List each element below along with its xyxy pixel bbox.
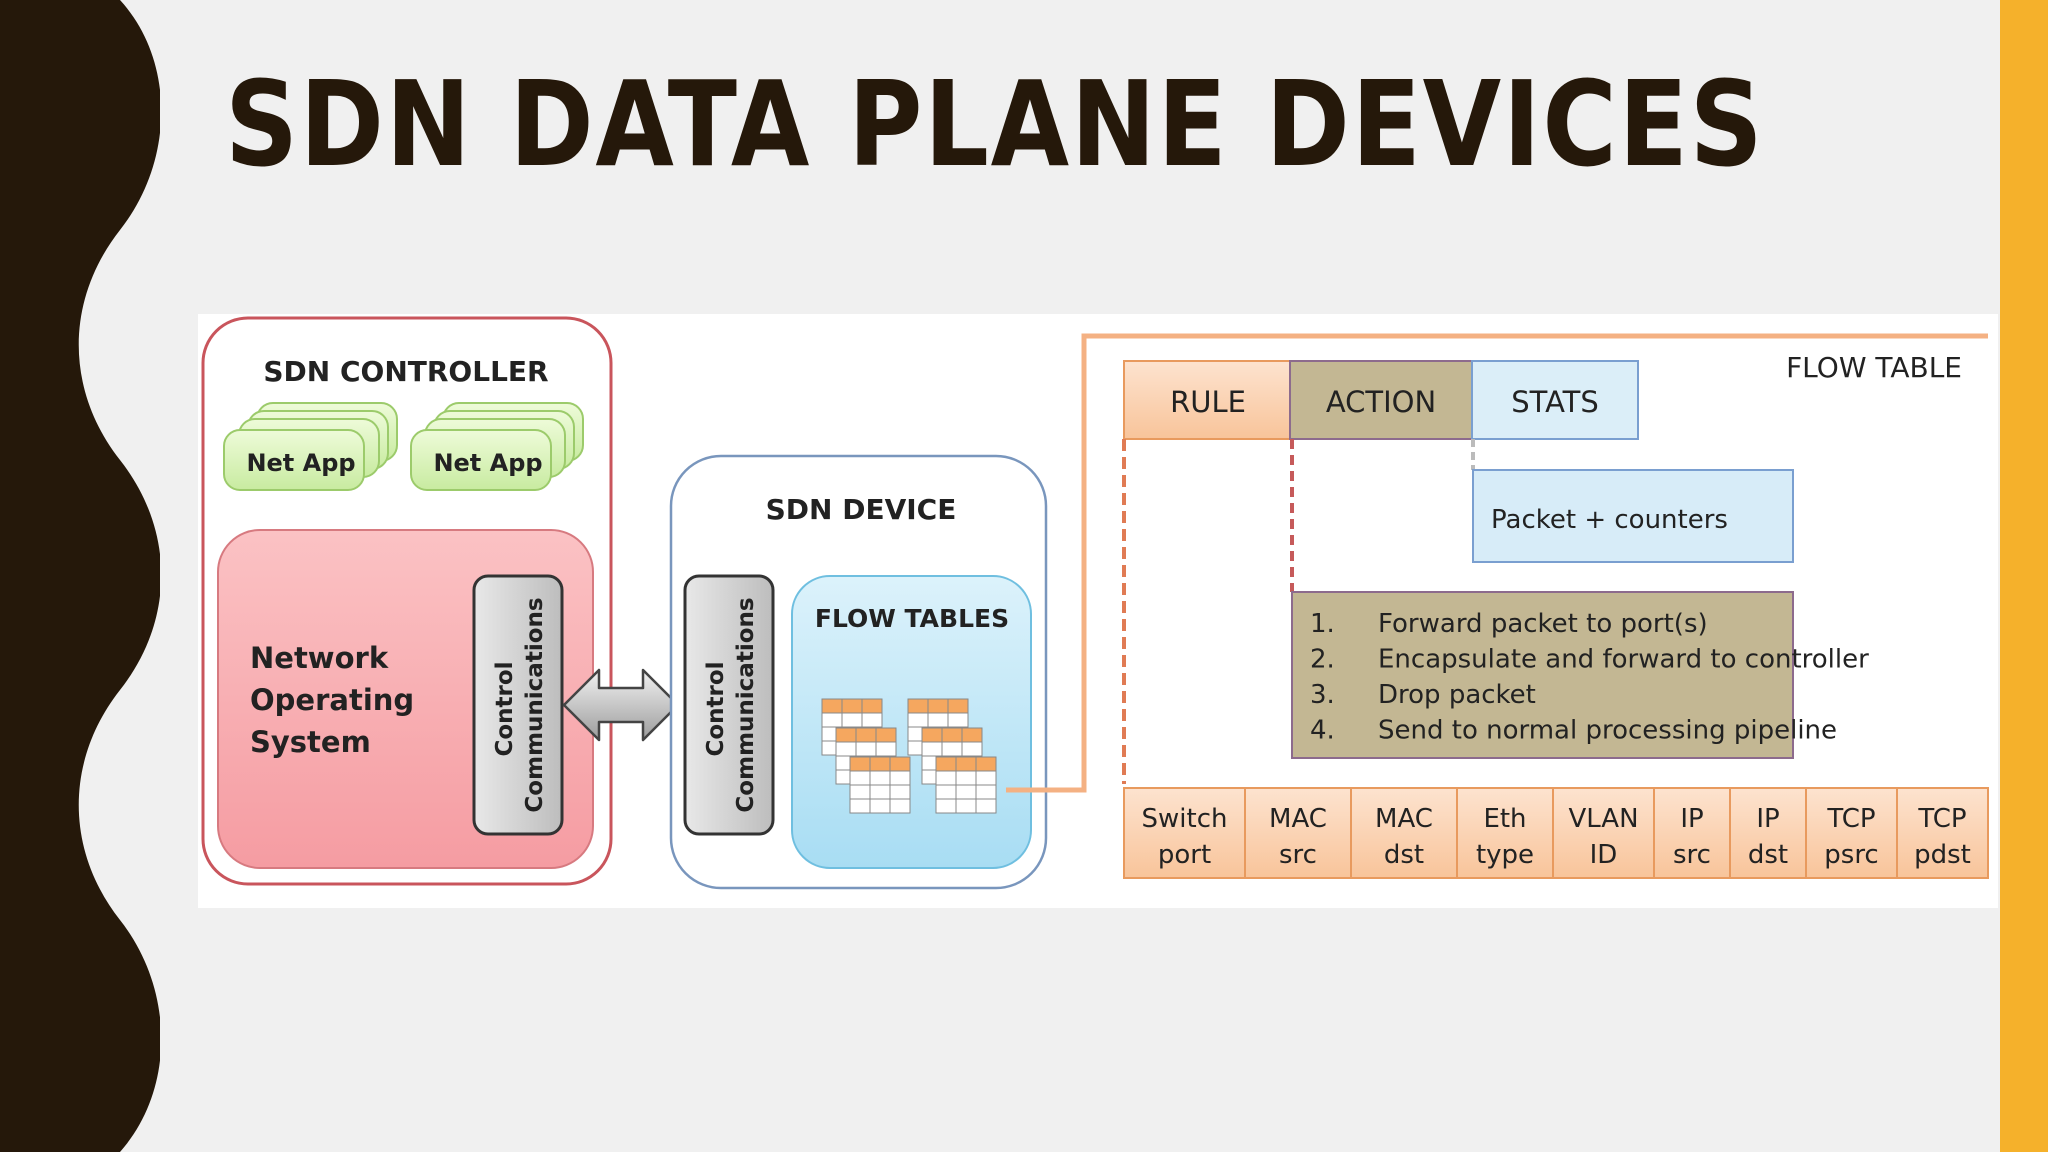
- controller-title: SDN CONTROLLER: [263, 355, 548, 388]
- action-list-box: [1291, 591, 1794, 759]
- stats-header-label: STATS: [1511, 385, 1599, 419]
- net-app-card: [410, 429, 552, 491]
- device-title: SDN DEVICE: [766, 493, 957, 526]
- match-field-cell: [1805, 787, 1898, 879]
- controller-comm-label: Control Communications: [492, 597, 548, 812]
- rule-header: [1123, 360, 1291, 440]
- action-item-number: 2.: [1310, 645, 1335, 675]
- mini-table-icon: [849, 756, 911, 814]
- match-field-cell: [1653, 787, 1731, 879]
- sdn-diagram: SDN CONTROLLER Net App Net App Network O…: [198, 314, 1998, 908]
- match-field-cell: [1123, 787, 1246, 879]
- action-header-label: ACTION: [1326, 385, 1436, 419]
- action-item-text: Send to normal processing pipeline: [1378, 716, 1837, 746]
- net-app-label-1: Net App: [246, 449, 355, 477]
- flow-table-title: FLOW TABLE: [1786, 351, 1962, 384]
- flow-tables-label: FLOW TABLES: [815, 604, 1009, 633]
- sdn-controller: SDN CONTROLLER Net App Net App Network O…: [201, 316, 613, 886]
- left-wave-border: [0, 0, 160, 1152]
- action-item-number: 1.: [1310, 609, 1335, 639]
- device-comm-label: Control Communications: [703, 597, 759, 812]
- network-os-label: Network Operating System: [250, 641, 424, 759]
- action-item-text: Drop packet: [1378, 680, 1536, 710]
- stats-detail-label: Packet + counters: [1491, 505, 1728, 535]
- right-accent-bar: [2000, 0, 2048, 1152]
- match-field-cell: [1350, 787, 1458, 879]
- flow-table: FLOW TABLE RULE ACTION STATS Packet + co…: [1122, 351, 1989, 879]
- controller-comm-box: [472, 574, 564, 836]
- flow-table-icons: [821, 698, 997, 814]
- match-field-cell: [1896, 787, 1989, 879]
- device-comm-box: [683, 574, 775, 836]
- action-item-text: Encapsulate and forward to controller: [1378, 645, 1869, 675]
- net-app-card: [223, 429, 365, 491]
- mini-table-icon: [935, 756, 997, 814]
- net-app-label-2: Net App: [433, 449, 542, 477]
- sdn-device: SDN DEVICE Control Communications FLOW T…: [669, 454, 1048, 890]
- rule-header-label: RULE: [1170, 385, 1246, 419]
- slide-title: SDN DATA PLANE DEVICES: [225, 55, 1765, 193]
- flow-table-connector: [1006, 333, 1988, 793]
- net-app-stack-2: Net App: [410, 402, 584, 491]
- stats-header: [1471, 360, 1639, 440]
- action-item-number: 3.: [1310, 680, 1335, 710]
- stats-detail-box: [1472, 469, 1794, 563]
- net-app-stack-1: Net App: [223, 402, 398, 491]
- match-field-cell: [1456, 787, 1554, 879]
- action-item-text: Forward packet to port(s): [1378, 609, 1708, 639]
- action-list: 1. Forward packet to port(s) 2. Encapsulate…: [1310, 609, 1869, 746]
- action-item-number: 4.: [1310, 716, 1335, 746]
